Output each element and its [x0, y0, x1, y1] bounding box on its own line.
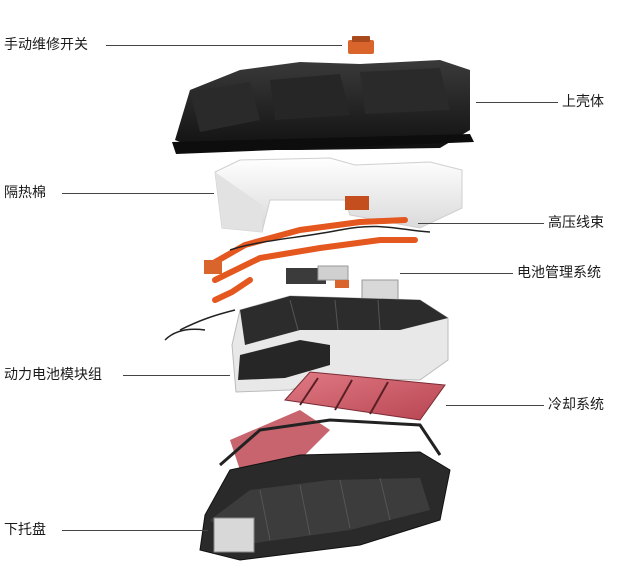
manual-service-switch-part [348, 36, 374, 54]
bms-part [286, 265, 399, 303]
upper-housing-part [172, 60, 474, 154]
label-cooling-system: 冷却系统 [548, 397, 604, 413]
label-upper-housing: 上壳体 [562, 94, 604, 110]
insulation-cotton-part [214, 157, 463, 233]
label-manual-service-switch: 手动维修开关 [4, 37, 88, 53]
leader-line-upper-housing [476, 102, 558, 103]
harness-wiring [164, 225, 431, 341]
lower-tray-part [199, 451, 451, 561]
label-insulation-cotton: 隔热棉 [4, 185, 46, 201]
leader-line-tray [62, 530, 208, 531]
leader-line-bms [400, 273, 513, 274]
label-lower-tray: 下托盘 [4, 522, 46, 538]
battery-modules-part [231, 295, 449, 393]
leader-line-cooling [446, 405, 544, 406]
label-battery-modules: 动力电池模块组 [4, 367, 102, 383]
leader-line-insulation [62, 193, 214, 194]
leader-line-modules [123, 375, 230, 376]
label-high-voltage-harness: 高压线束 [548, 215, 604, 231]
high-voltage-harness-part [204, 196, 418, 303]
leader-line-manual-switch [106, 45, 342, 46]
leader-line-harness [418, 223, 544, 224]
label-bms: 电池管理系统 [517, 265, 601, 281]
